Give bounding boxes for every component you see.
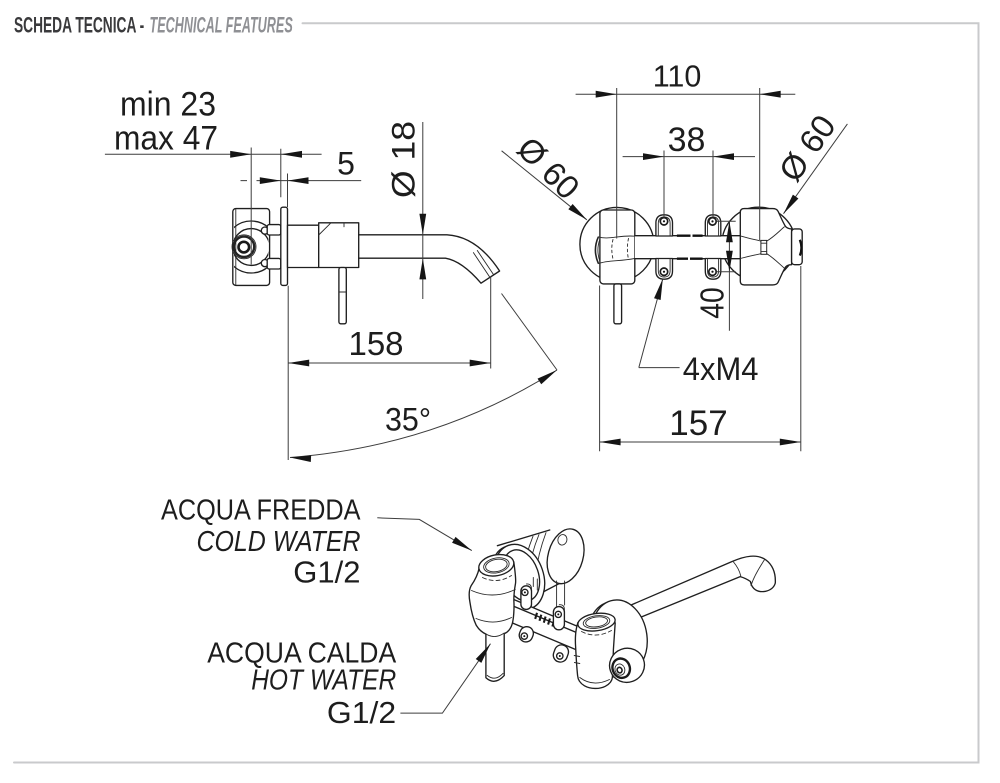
svg-text:38: 38 — [668, 121, 706, 159]
svg-text:G1/2: G1/2 — [293, 555, 360, 590]
svg-text:ACQUA FREDDA: ACQUA FREDDA — [161, 495, 361, 527]
svg-text:SCHEDA TECNICA -: SCHEDA TECNICA - — [14, 12, 144, 37]
svg-text:G1/2: G1/2 — [327, 695, 396, 730]
svg-text:5: 5 — [337, 145, 355, 181]
svg-text:min 23: min 23 — [120, 86, 216, 124]
svg-text:Ø 18: Ø 18 — [386, 121, 422, 198]
svg-text:40: 40 — [693, 287, 730, 319]
svg-text:4xM4: 4xM4 — [683, 351, 759, 387]
svg-text:35°: 35° — [385, 402, 431, 438]
svg-text:158: 158 — [348, 325, 403, 362]
svg-text:ACQUA CALDA: ACQUA CALDA — [207, 638, 397, 670]
svg-text:157: 157 — [669, 404, 727, 443]
svg-text:COLD WATER: COLD WATER — [197, 526, 361, 558]
svg-text:HOT WATER: HOT WATER — [251, 665, 396, 697]
svg-text:max 47: max 47 — [114, 120, 218, 158]
svg-text:TECHNICAL FEATURES: TECHNICAL FEATURES — [150, 13, 293, 38]
svg-text:110: 110 — [653, 60, 702, 94]
